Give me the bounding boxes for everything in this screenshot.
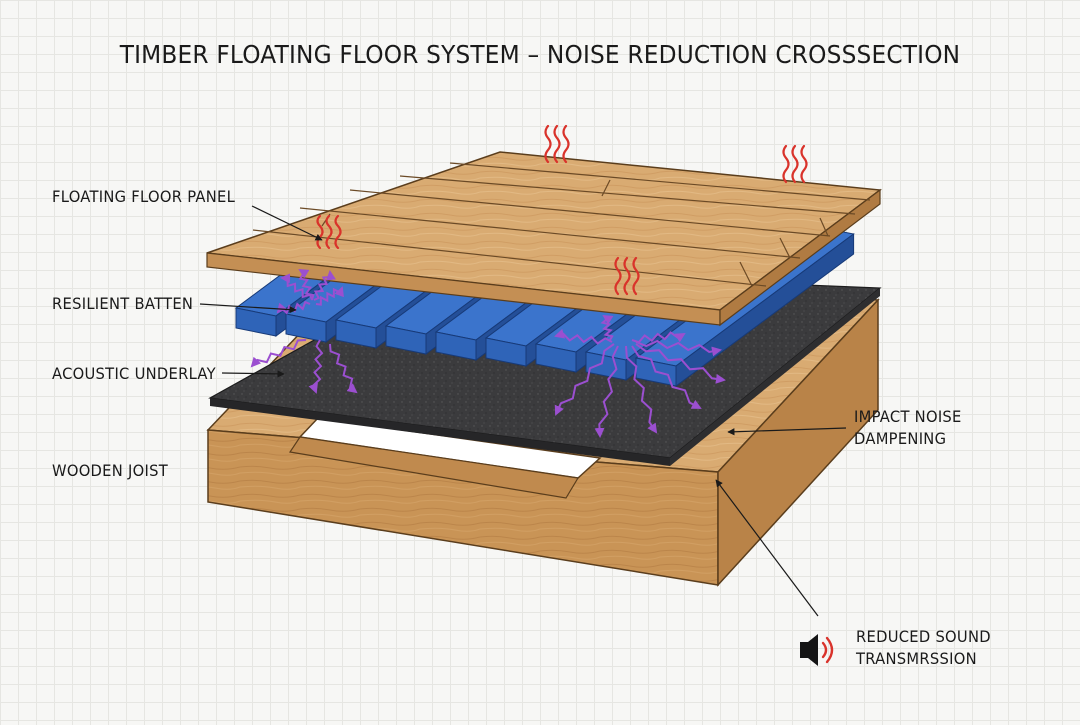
heat-wave-icon (316, 214, 342, 250)
sound-wave-arrow-icon (313, 270, 336, 301)
heat-wave-icons (316, 124, 808, 296)
label-acoustic-underlay: ACOUSTIC UNDERLAY (52, 364, 216, 383)
sound-wave-arrow-icon (329, 343, 358, 394)
label-impact-noise-line2: DAMPENING (854, 429, 947, 448)
sound-wave-arrow-icon (280, 273, 313, 301)
sound-wave-arrow-icon (600, 314, 614, 341)
label-reduced-sound-line2: TRANSMRSSION (856, 649, 977, 668)
page-title: TIMBER FLOATING FLOOR SYSTEM – NOISE RED… (119, 40, 961, 69)
label-resilient-batten: RESILIENT BATTEN (52, 294, 194, 313)
leader-impact-noise (727, 427, 847, 436)
label-wooden-joist: WOODEN JOIST (52, 461, 168, 480)
sound-wave-arrow-icon (554, 328, 613, 345)
heat-wave-icon (782, 144, 808, 184)
sound-wave-arrow-icon (594, 345, 619, 438)
label-floating-floor-panel: FLOATING FLOOR PANEL (52, 187, 236, 206)
sound-wave-arrow-icon (631, 331, 686, 344)
sound-wave-arrow-icon (635, 339, 722, 357)
leader-resilient-batten (199, 303, 297, 314)
sound-wave-arrows (250, 268, 726, 438)
leader-acoustic-underlay (221, 370, 285, 378)
label-reduced-sound-transmission: REDUCED SOUND TRANSMRSSION (856, 626, 991, 670)
leader-floating-floor-panel (251, 205, 323, 241)
label-impact-noise-line1: IMPACT NOISE (854, 407, 962, 426)
sound-wave-arrow-icon (315, 286, 344, 306)
sound-wave-arrow-icon (250, 339, 307, 368)
sound-wave-arrow-icon (298, 268, 315, 301)
leader-reduced-sound (715, 479, 819, 617)
sound-wave-arrow-icon (625, 345, 658, 434)
label-reduced-sound-line1: REDUCED SOUND (856, 627, 991, 646)
sound-wave-arrow-icon (631, 345, 702, 409)
leader-lines (199, 205, 847, 617)
label-impact-noise-dampening: IMPACT NOISE DAMPENING (854, 406, 962, 450)
heat-wave-icon (614, 256, 640, 296)
sound-wave-arrow-icon (635, 343, 726, 384)
speaker-icon (800, 634, 834, 666)
heat-wave-icon (544, 124, 570, 164)
sound-wave-arrow-icon (554, 343, 615, 416)
sound-wave-arrow-icon (308, 339, 324, 394)
